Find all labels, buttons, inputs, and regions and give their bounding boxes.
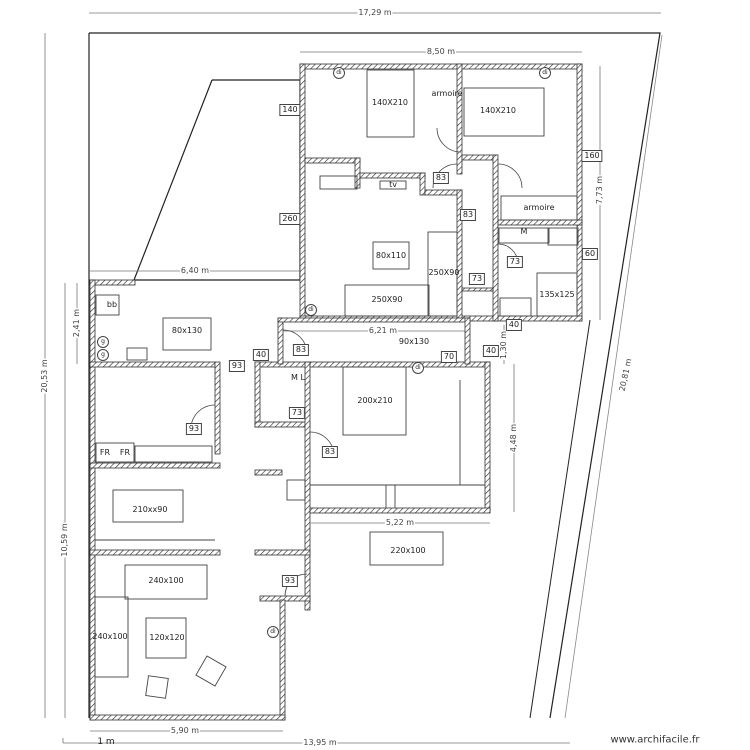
gas-burner-icon: g bbox=[97, 336, 109, 348]
bed1-label: 140X210 bbox=[371, 98, 409, 107]
left-lower-dim: 10,59 m bbox=[60, 522, 69, 558]
inner-boundary-line bbox=[529, 319, 591, 719]
outlet-icon: di bbox=[267, 626, 279, 638]
door-40-tag-b: 40 bbox=[482, 345, 500, 357]
left-total-dim: 20,53 m bbox=[40, 358, 49, 394]
bed2-label: 140X210 bbox=[479, 106, 517, 115]
window-160-tag: 160 bbox=[581, 150, 603, 162]
desk-label: 90x130 bbox=[398, 337, 430, 346]
gas-burner-icon: g bbox=[97, 349, 109, 361]
master-bed-label: 200x210 bbox=[357, 396, 393, 405]
overall-width-dim: 17,29 m bbox=[357, 8, 393, 17]
bb-label: bb bbox=[106, 300, 118, 309]
left-upper-dim: 2,41 m bbox=[72, 307, 81, 339]
hallway-width-dim: 6,21 m bbox=[367, 326, 399, 335]
washer-label: M L bbox=[291, 373, 305, 382]
door-83-tag-b: 83 bbox=[459, 209, 477, 221]
scale-label: 1 m bbox=[97, 737, 115, 747]
window-60-tag: 60 bbox=[581, 248, 599, 260]
watermark: www.archifacile.fr bbox=[610, 734, 700, 746]
door-40-tag-a: 40 bbox=[505, 319, 523, 331]
door-83-tag-a: 83 bbox=[432, 172, 450, 184]
window-140-tag: 140 bbox=[279, 104, 301, 116]
sofa-top-label: 240x100 bbox=[148, 576, 184, 585]
sofa-bottom-label: 250X90 bbox=[371, 295, 403, 304]
furniture-outlines bbox=[94, 69, 579, 699]
door-73-tag-b: 73 bbox=[468, 273, 486, 285]
upper-block-width-dim: 8,50 m bbox=[425, 47, 457, 56]
right-mid-dim: 1,30 m bbox=[499, 329, 508, 361]
door-93-tag-c: 93 bbox=[281, 575, 299, 587]
door-73-tag-c: 73 bbox=[288, 407, 306, 419]
fridge1-label: FR bbox=[99, 448, 111, 457]
walls bbox=[89, 63, 583, 721]
door-93-tag-a: 93 bbox=[228, 360, 246, 372]
door-93-tag-b: 93 bbox=[185, 423, 203, 435]
diagonal-dim-line bbox=[564, 34, 663, 719]
door-83-tag-c: 83 bbox=[292, 344, 310, 356]
sofa-left-label: 240x100 bbox=[92, 632, 128, 641]
coffee-table-label: 120x120 bbox=[149, 633, 185, 642]
armoire2-label: armoire bbox=[523, 203, 555, 212]
window-260-tag: 260 bbox=[279, 213, 301, 225]
outlet-icon: di bbox=[305, 304, 317, 316]
door-40-tag-c: 40 bbox=[252, 349, 270, 361]
outlet-icon: di bbox=[412, 362, 424, 374]
plot-boundary bbox=[88, 32, 661, 719]
table-small-label: 80x110 bbox=[375, 251, 407, 260]
sofa-right-label: 250X90 bbox=[428, 268, 460, 277]
bottom-width-dim: 13,95 m bbox=[302, 738, 338, 747]
big-table-label: 220x100 bbox=[390, 546, 426, 555]
door-70-tag: 70 bbox=[440, 351, 458, 363]
door-83-tag-d: 83 bbox=[321, 446, 339, 458]
outlet-icon: di bbox=[333, 67, 345, 79]
dimension-lines bbox=[44, 12, 661, 744]
terrace-width-dim: 6,40 m bbox=[179, 266, 211, 275]
door-73-tag-a: 73 bbox=[506, 256, 524, 268]
machine-label: M bbox=[520, 227, 528, 236]
armoire1-label: armoire bbox=[431, 89, 463, 98]
outlet-icon: di bbox=[539, 67, 551, 79]
tv-label: tv bbox=[389, 180, 397, 189]
living-width-dim: 5,90 m bbox=[169, 726, 201, 735]
master-width-dim: 5,22 m bbox=[384, 518, 416, 527]
kitchen-table-label: 80x130 bbox=[171, 326, 203, 335]
right-upper-dim: 7,73 m bbox=[595, 174, 604, 206]
master-height-dim: 4,48 m bbox=[509, 422, 518, 454]
bathtub-label: 135x125 bbox=[539, 290, 575, 299]
dining-table-label: 210xx90 bbox=[132, 505, 168, 514]
terrace-outline bbox=[133, 79, 301, 281]
fridge2-label: FR bbox=[119, 448, 131, 457]
